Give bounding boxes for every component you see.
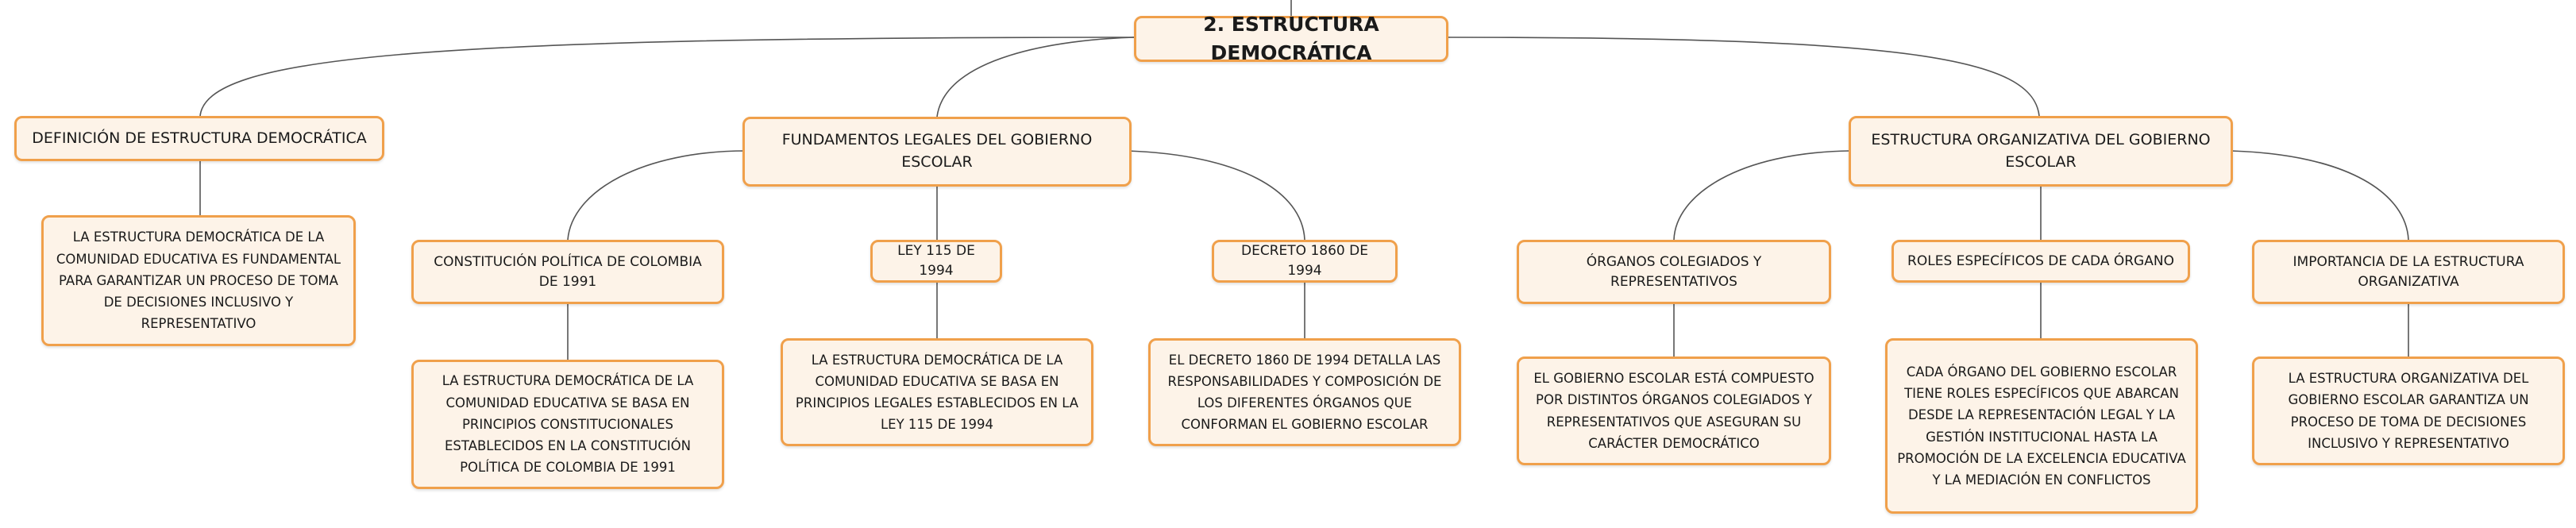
topic-definicion[interactable]: DEFINICIÓN DE ESTRUCTURA DEMOCRÁTICA: [14, 116, 384, 161]
detail-decreto-1860[interactable]: EL DECRETO 1860 DE 1994 DETALLA LAS RESP…: [1148, 338, 1461, 446]
topic-label: ESTRUCTURA ORGANIZATIVA DEL GOBIERNO ESC…: [1871, 130, 2211, 171]
detail-text: CADA ÓRGANO DEL GOBIERNO ESCOLAR TIENE R…: [1897, 364, 2186, 488]
subtopic-organos-colegiados[interactable]: ÓRGANOS COLEGIADOS Y REPRESENTATIVOS: [1517, 240, 1831, 304]
subtopic-label: DECRETO 1860 DE 1994: [1241, 243, 1368, 279]
root-topic[interactable]: 2. ESTRUCTURA DEMOCRÁTICA: [1134, 13, 1448, 64]
root-topic-label: 2. ESTRUCTURA DEMOCRÁTICA: [1203, 12, 1379, 64]
detail-text: LA ESTRUCTURA ORGANIZATIVA DEL GOBIERNO …: [2288, 371, 2529, 451]
subtopic-label: LEY 115 DE 1994: [897, 243, 975, 279]
detail-text: LA ESTRUCTURA DEMOCRÁTICA DE LA COMUNIDA…: [56, 229, 341, 332]
detail-roles-especificos[interactable]: CADA ÓRGANO DEL GOBIERNO ESCOLAR TIENE R…: [1885, 338, 2198, 514]
subtopic-label: ROLES ESPECÍFICOS DE CADA ÓRGANO: [1907, 252, 2174, 269]
connector: [936, 37, 1135, 118]
subtopic-roles-especificos[interactable]: ROLES ESPECÍFICOS DE CADA ÓRGANO: [1892, 240, 2190, 283]
connector: [1673, 150, 1851, 241]
detail-constitucion[interactable]: LA ESTRUCTURA DEMOCRÁTICA DE LA COMUNIDA…: [411, 360, 724, 489]
detail-definicion[interactable]: LA ESTRUCTURA DEMOCRÁTICA DE LA COMUNIDA…: [41, 215, 356, 346]
subtopic-ley-115[interactable]: LEY 115 DE 1994: [870, 240, 1002, 283]
subtopic-importancia-estructura[interactable]: IMPORTANCIA DE LA ESTRUCTURA ORGANIZATIV…: [2252, 240, 2565, 304]
connector: [2231, 150, 2409, 241]
detail-importancia-estructura[interactable]: LA ESTRUCTURA ORGANIZATIVA DEL GOBIERNO …: [2252, 356, 2565, 465]
subtopic-label: CONSTITUCIÓN POLÍTICA DE COLOMBIA DE 199…: [434, 253, 702, 290]
detail-text: LA ESTRUCTURA DEMOCRÁTICA DE LA COMUNIDA…: [442, 373, 694, 476]
connector: [1448, 37, 2040, 117]
subtopic-label: IMPORTANCIA DE LA ESTRUCTURA ORGANIZATIV…: [2293, 253, 2524, 290]
topic-fundamentos-legales[interactable]: FUNDAMENTOS LEGALES DEL GOBIERNO ESCOLAR: [742, 117, 1132, 187]
detail-text: EL GOBIERNO ESCOLAR ESTÁ COMPUESTO POR D…: [1533, 371, 1814, 451]
detail-text: LA ESTRUCTURA DEMOCRÁTICA DE LA COMUNIDA…: [795, 352, 1079, 433]
topic-estructura-organizativa[interactable]: ESTRUCTURA ORGANIZATIVA DEL GOBIERNO ESC…: [1849, 116, 2233, 187]
subtopic-constitucion[interactable]: CONSTITUCIÓN POLÍTICA DE COLOMBIA DE 199…: [411, 240, 724, 304]
detail-text: EL DECRETO 1860 DE 1994 DETALLA LAS RESP…: [1167, 352, 1442, 433]
subtopic-label: ÓRGANOS COLEGIADOS Y REPRESENTATIVOS: [1586, 253, 1762, 290]
topic-label: DEFINICIÓN DE ESTRUCTURA DEMOCRÁTICA: [32, 129, 367, 147]
detail-ley-115[interactable]: LA ESTRUCTURA DEMOCRÁTICA DE LA COMUNIDA…: [781, 338, 1093, 446]
connector: [1127, 150, 1305, 241]
topic-label: FUNDAMENTOS LEGALES DEL GOBIERNO ESCOLAR: [781, 131, 1093, 171]
detail-organos-colegiados[interactable]: EL GOBIERNO ESCOLAR ESTÁ COMPUESTO POR D…: [1517, 356, 1831, 465]
connector: [199, 37, 1135, 117]
subtopic-decreto-1860[interactable]: DECRETO 1860 DE 1994: [1212, 240, 1398, 283]
connector: [567, 150, 747, 241]
